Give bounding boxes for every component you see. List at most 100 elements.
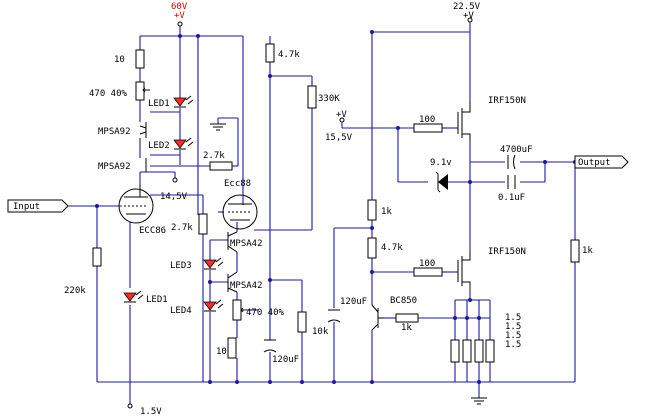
label-r100-top: 100 — [419, 115, 435, 125]
label-led3: LED3 — [170, 261, 192, 271]
label-155v: 15,5V — [325, 133, 353, 143]
resistor-r15-3 — [474, 339, 484, 363]
label-r27k-b: 2.7k — [171, 223, 193, 233]
label-r220k: 220k — [64, 286, 86, 296]
label-tube-ecc86: ECC86 — [139, 226, 166, 236]
label-r10k: 10k — [312, 327, 329, 337]
label-60v-node: +V — [174, 11, 185, 21]
tube-ecc86 — [118, 185, 154, 224]
output-port — [574, 155, 629, 169]
label-q4: MPSA42 — [230, 281, 263, 291]
label-r15-1: 1.5 — [505, 313, 521, 323]
label-c01: 0.1uF — [498, 193, 525, 203]
label-r15-4: 1.5 — [505, 340, 521, 350]
led4-symbol — [203, 299, 224, 312]
capacitor-01uf — [507, 175, 516, 189]
resistor-r1k-base — [395, 313, 419, 323]
label-vplus-mid: +V — [336, 110, 347, 120]
tube-ecc88 — [222, 194, 258, 230]
resistor-r1k-out — [570, 239, 580, 263]
resistor-r10k — [297, 311, 307, 333]
capacitors — [263, 154, 516, 353]
label-q1: MPSA92 — [98, 127, 131, 137]
resistor-r15-2 — [462, 339, 472, 363]
label-r1k-out: 1k — [582, 246, 593, 256]
resistor-r15-4 — [485, 339, 495, 363]
label-output: Output — [578, 158, 611, 168]
mosfet-upper — [457, 102, 471, 140]
mosfet-lower — [457, 252, 471, 286]
resistors — [92, 43, 580, 363]
resistor-r470-top — [135, 81, 145, 101]
label-led4: LED4 — [170, 306, 192, 316]
led3-symbol — [203, 257, 224, 270]
resistor-r27k-a — [209, 161, 233, 171]
label-r10-bot: 10 — [216, 347, 227, 357]
transistor-q4 — [227, 271, 238, 293]
terminal-60v — [177, 21, 183, 27]
label-60v: 60V — [171, 2, 188, 12]
label-r15-2: 1.5 — [505, 322, 521, 332]
label-r15-3: 1.5 — [505, 331, 521, 341]
led2-symbol — [173, 137, 194, 150]
zener-diode — [435, 171, 448, 193]
label-led2: LED2 — [148, 141, 170, 151]
resistor-r1k-mid — [367, 199, 377, 221]
resistor-r47k-top — [265, 43, 275, 63]
label-zener: 9.1v — [430, 158, 452, 168]
label-led1-bottom: LED1 — [146, 295, 168, 305]
resistor-r470-bot — [232, 299, 242, 321]
label-145v: 14,5V — [160, 192, 188, 202]
led1-bottom-symbol — [123, 290, 144, 303]
terminal-225v — [467, 17, 473, 23]
leds — [123, 95, 224, 312]
label-225v-node: +V — [463, 11, 474, 21]
label-q3: MPSA42 — [230, 239, 263, 249]
ground-symbol-bottom — [471, 397, 487, 405]
label-q5: BC850 — [390, 296, 417, 306]
capacitor-120uf-a — [263, 339, 277, 353]
capacitor-120uf-b — [327, 309, 341, 323]
resistor-r47k-mid — [367, 237, 377, 259]
label-c4700: 4700uF — [500, 145, 533, 155]
wires — [68, 22, 576, 404]
label-r470-top: 470 40% — [89, 89, 128, 99]
resistor-r100-top — [413, 123, 443, 133]
ground-symbol-top — [210, 123, 226, 131]
terminal-14v5 — [172, 177, 178, 183]
capacitor-4700uf — [507, 154, 516, 170]
label-r330k: 330K — [318, 94, 340, 104]
resistor-r10-bot — [227, 337, 237, 359]
transistor-q5 — [371, 304, 384, 331]
resistor-r10-top — [135, 49, 145, 69]
label-15v: 1.5V — [140, 407, 162, 416]
terminal-1v5 — [127, 403, 133, 409]
label-led1-top: LED1 — [148, 99, 170, 109]
transistor-q3 — [227, 231, 238, 253]
label-c120-b: 120uF — [340, 297, 367, 307]
label-r10-top: 10 — [114, 55, 125, 65]
label-tube-ecc88: Ecc88 — [224, 179, 251, 189]
label-mosfet-upper: IRF150N — [488, 96, 526, 106]
label-225v: 22.5V — [453, 2, 481, 12]
label-r1k-base: 1k — [401, 323, 412, 333]
input-port — [7, 199, 69, 213]
resistor-r100-bot — [413, 267, 443, 277]
led1-top-symbol — [173, 95, 194, 108]
labels: 60V +V 22.5V +V +V 15,5V 14,5V 1.5V Inpu… — [13, 2, 611, 416]
label-r47k-mid: 4.7k — [381, 243, 403, 253]
label-q2: MPSA92 — [98, 162, 131, 172]
junction-dots — [95, 30, 577, 384]
label-r100-bot: 100 — [419, 259, 435, 269]
resistor-r330k — [307, 85, 317, 109]
label-c120-a: 120uF — [272, 355, 299, 365]
resistor-r27k-b — [198, 213, 208, 235]
transistor-q1 — [139, 122, 147, 138]
resistor-r220k — [92, 247, 102, 267]
label-r27k-a: 2.7k — [203, 151, 225, 161]
label-r1k-mid: 1k — [381, 207, 392, 217]
label-input: Input — [13, 202, 40, 212]
label-r470-bot: 470 40% — [246, 308, 285, 318]
resistor-r15-1 — [450, 339, 460, 363]
